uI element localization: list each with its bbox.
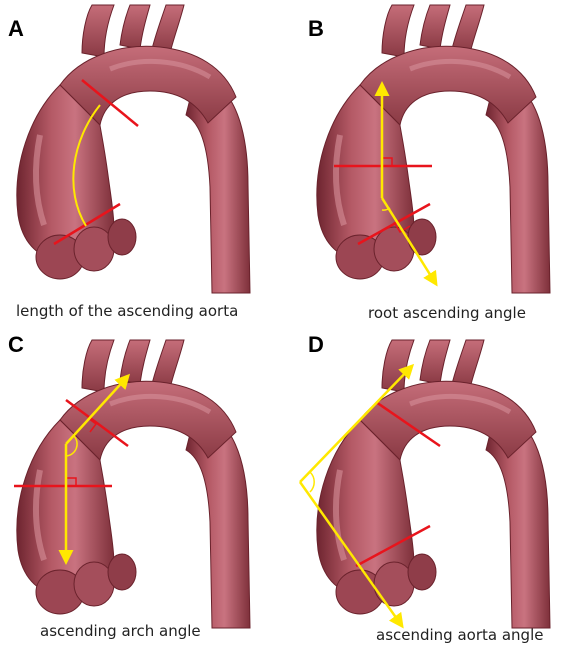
panel-a: A length of the ascending aorta (8, 5, 250, 320)
aorta-illustration-a (17, 5, 250, 293)
caption-d: ascending aorta angle (376, 626, 543, 644)
panel-letter-b: B (308, 16, 324, 41)
panel-d: D ascending aorta angle (300, 332, 550, 644)
aorta-illustration-b (317, 5, 550, 293)
panel-letter-d: D (308, 332, 324, 357)
aorta-illustration-c (17, 340, 250, 628)
caption-a: length of the ascending aorta (16, 302, 238, 320)
panel-letter-a: A (8, 16, 24, 41)
caption-c: ascending arch angle (40, 622, 201, 640)
panel-b: B root ascending angle (308, 5, 550, 322)
panel-c: C ascending arch angle (8, 332, 250, 640)
aorta-illustration-d (317, 340, 550, 628)
angle-arc-d (310, 472, 314, 492)
caption-b: root ascending angle (368, 304, 526, 322)
panel-letter-c: C (8, 332, 24, 357)
